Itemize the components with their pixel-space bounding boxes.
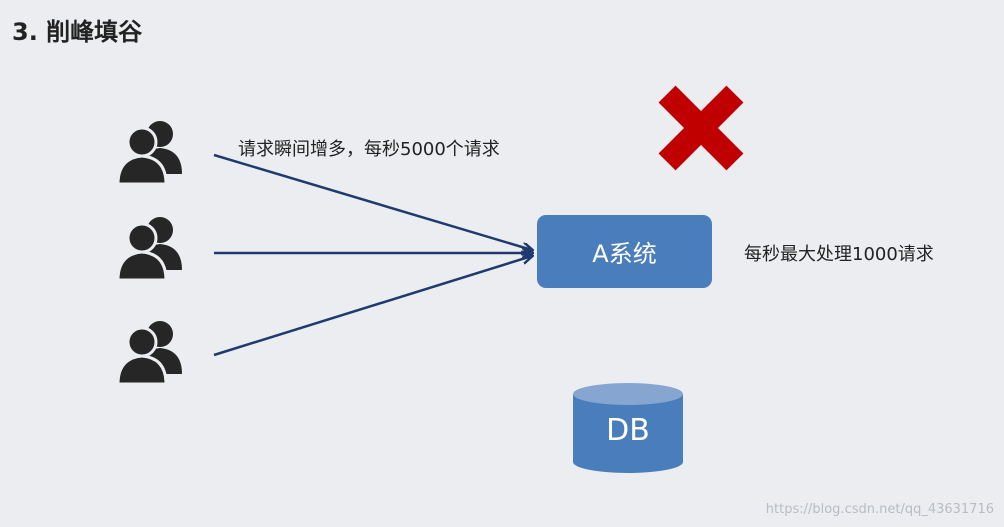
- watermark: https://blog.csdn.net/qq_43631716: [765, 502, 994, 517]
- system-a-label: A系统: [592, 240, 657, 268]
- arrow-top: [213, 153, 532, 250]
- page-title: 3. 削峰填谷: [12, 18, 143, 46]
- users-icon: [116, 119, 184, 186]
- users-icon: [116, 319, 184, 386]
- system-a-node: A系统: [537, 215, 712, 288]
- requests-label: 请求瞬间增多，每秒5000个请求: [238, 139, 500, 160]
- db-label: DB: [606, 413, 650, 448]
- x-mark-icon: [658, 85, 744, 171]
- capacity-label: 每秒最大处理1000请求: [744, 244, 934, 265]
- database-icon: [573, 383, 683, 473]
- users-icon: [116, 215, 184, 282]
- arrow-bottom: [213, 256, 532, 357]
